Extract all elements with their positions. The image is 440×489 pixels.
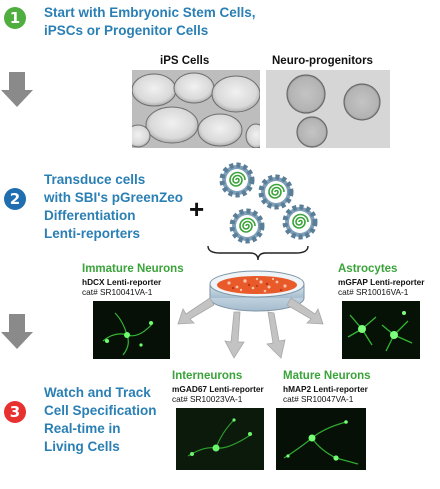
arrow-to-mature-icon	[266, 311, 286, 359]
ips-cells-image	[132, 70, 260, 148]
neuro-progenitors-photo	[266, 70, 390, 148]
brace-icon	[207, 245, 309, 261]
immature-neurons-photo	[93, 301, 170, 359]
ips-cells-label: iPS Cells	[160, 55, 210, 67]
step-3-line-3: Real-time in	[44, 421, 121, 436]
neuro-progenitors-image	[266, 70, 390, 148]
mature-neurons-cat-number: SR10047VA-1	[301, 394, 354, 404]
step-1-badge: 1	[4, 7, 26, 29]
step-2-line-2: with SBI's pGreenZeo	[44, 190, 183, 205]
mature-neurons-reporter: hMAP2 Lenti-reporter	[283, 384, 368, 394]
interneurons-catalog: cat# SR10023VA-1	[172, 394, 242, 404]
virus-4-icon	[285, 207, 315, 237]
step-2-line-4: Lenti-reporters	[44, 226, 141, 241]
step-3-line-4: Living Cells	[44, 439, 120, 454]
neuro-progenitors-label: Neuro-progenitors	[272, 55, 373, 67]
virus-1-icon	[222, 165, 252, 195]
immature-neurons-cat-prefix: cat#	[82, 287, 98, 297]
step-2-text: Transduce cells with SBI's pGreenZeo Dif…	[44, 171, 183, 243]
astrocytes-cat-number: SR10016VA-1	[356, 287, 409, 297]
astrocytes-image	[342, 301, 420, 359]
immature-neurons-image	[93, 301, 170, 359]
interneurons-cat-number: SR10023VA-1	[190, 394, 243, 404]
immature-neurons-catalog: cat# SR10041VA-1	[82, 287, 152, 297]
interneurons-title: Interneurons	[172, 370, 243, 382]
interneurons-cat-prefix: cat#	[172, 394, 188, 404]
astrocytes-cat-prefix: cat#	[338, 287, 354, 297]
petri-dish-icon	[209, 270, 305, 312]
mature-neurons-reporter-name: hMAP2 Lenti-reporter	[283, 384, 368, 394]
mature-neurons-cat-prefix: cat#	[283, 394, 299, 404]
astrocytes-photo	[342, 301, 420, 359]
lineage-arrows	[177, 297, 324, 359]
ips-cells-photo	[132, 70, 260, 148]
lentivirus-particles	[210, 162, 320, 252]
step-2-line-1: Transduce cells	[44, 172, 146, 187]
interneurons-photo	[176, 408, 264, 470]
step-1-text: Start with Embryonic Stem Cells, iPSCs o…	[44, 4, 256, 40]
arrow-to-immature-icon	[177, 297, 215, 325]
immature-neurons-title: Immature Neurons	[82, 263, 184, 275]
down-arrow-1-icon	[1, 72, 33, 107]
mature-neurons-catalog: cat# SR10047VA-1	[283, 394, 353, 404]
interneurons-image	[176, 408, 264, 470]
astrocytes-catalog: cat# SR10016VA-1	[338, 287, 408, 297]
interneurons-reporter: mGAD67 Lenti-reporter	[172, 384, 264, 394]
astrocytes-reporter-name: mGFAP Lenti-reporter	[338, 277, 425, 287]
step-2-line-3: Differentiation	[44, 208, 136, 223]
interneurons-reporter-name: mGAD67 Lenti-reporter	[172, 384, 264, 394]
virus-2-icon	[261, 177, 291, 207]
step-3-text: Watch and Track Cell Specification Real-…	[44, 384, 157, 456]
immature-neurons-reporter-name: hDCX Lenti-reporter	[82, 277, 162, 287]
step-1-line-2: iPSCs or Progenitor Cells	[44, 23, 209, 38]
mature-neurons-title: Mature Neurons	[283, 370, 371, 382]
step-1-line-1: Start with Embryonic Stem Cells,	[44, 5, 256, 20]
immature-neurons-cat-number: SR10041VA-1	[100, 287, 153, 297]
astrocytes-title: Astrocytes	[338, 263, 398, 275]
mature-neurons-image	[276, 408, 366, 470]
arrow-to-interneurons-icon	[224, 311, 245, 359]
step-3-badge: 3	[4, 401, 26, 423]
step-2-badge: 2	[4, 188, 26, 210]
immature-neurons-reporter: hDCX Lenti-reporter	[82, 277, 161, 287]
arrow-to-astrocytes-icon	[286, 297, 324, 325]
step-3-line-1: Watch and Track	[44, 385, 151, 400]
astrocytes-reporter: mGFAP Lenti-reporter	[338, 277, 425, 287]
mature-neurons-photo	[276, 408, 366, 470]
plus-sign: +	[189, 194, 205, 224]
virus-3-icon	[232, 211, 262, 241]
step-3-line-2: Cell Specification	[44, 403, 157, 418]
down-arrow-2-icon	[1, 314, 33, 349]
